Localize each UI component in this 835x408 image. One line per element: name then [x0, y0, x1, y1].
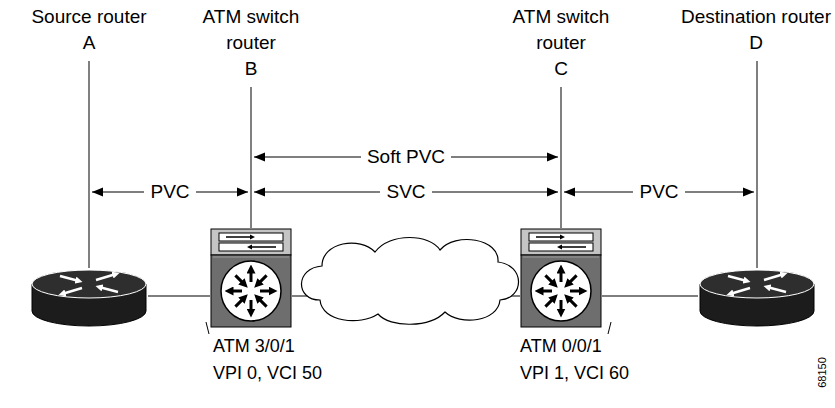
atm-cloud	[301, 238, 518, 325]
connector-line	[602, 295, 698, 296]
device-heading: ATM switch routerB	[195, 4, 307, 82]
arrow-head	[564, 188, 575, 197]
leader-line	[608, 322, 611, 334]
arrow-head	[547, 188, 558, 197]
device-heading: ATM switch routerC	[505, 4, 617, 82]
circuit-label: Soft PVC	[361, 146, 451, 168]
circuit-label: SVC	[380, 181, 431, 203]
device-name: Destination router	[681, 4, 831, 30]
interface-label: VPI 1, VCI 60	[520, 361, 629, 385]
router-icon	[698, 268, 816, 328]
atm-switch-icon	[210, 228, 292, 328]
atm-switch-node: ATM switch routerC	[520, 228, 602, 328]
device-letter: D	[681, 30, 831, 56]
device-stem-line	[89, 61, 90, 268]
leader-line	[206, 322, 209, 334]
device-name: Source router	[31, 4, 146, 30]
circuit-label: PVC	[633, 181, 684, 203]
connector-line	[148, 295, 210, 296]
interface-label: ATM 3/0/1	[213, 334, 295, 358]
figure-number: 68150	[816, 357, 829, 388]
arrow-head	[254, 153, 265, 162]
arrow-head	[743, 188, 754, 197]
arrow-head	[92, 188, 103, 197]
physical-link	[148, 296, 210, 297]
router-node: Source routerA	[30, 268, 148, 328]
atm-switch-icon	[520, 228, 602, 328]
device-stem-line	[561, 87, 562, 228]
device-letter: C	[505, 56, 617, 82]
atm-switch-node: ATM switch routerB	[210, 228, 292, 328]
arrow-head	[547, 153, 558, 162]
arrow-head	[254, 188, 265, 197]
device-name: ATM switch router	[195, 4, 307, 56]
circuit-label: PVC	[144, 181, 195, 203]
device-letter: B	[195, 56, 307, 82]
interface-label: VPI 0, VCI 50	[213, 361, 322, 385]
arrow-head	[237, 188, 248, 197]
device-stem-line	[251, 87, 252, 228]
router-icon	[30, 268, 148, 328]
device-heading: Source routerA	[31, 4, 146, 56]
device-name: ATM switch router	[505, 4, 617, 56]
router-node: Destination routerD	[698, 268, 816, 328]
device-letter: A	[31, 30, 146, 56]
device-heading: Destination routerD	[681, 4, 831, 56]
device-stem-line	[757, 61, 758, 268]
physical-link	[602, 296, 698, 297]
interface-label: ATM 0/0/1	[520, 334, 602, 358]
